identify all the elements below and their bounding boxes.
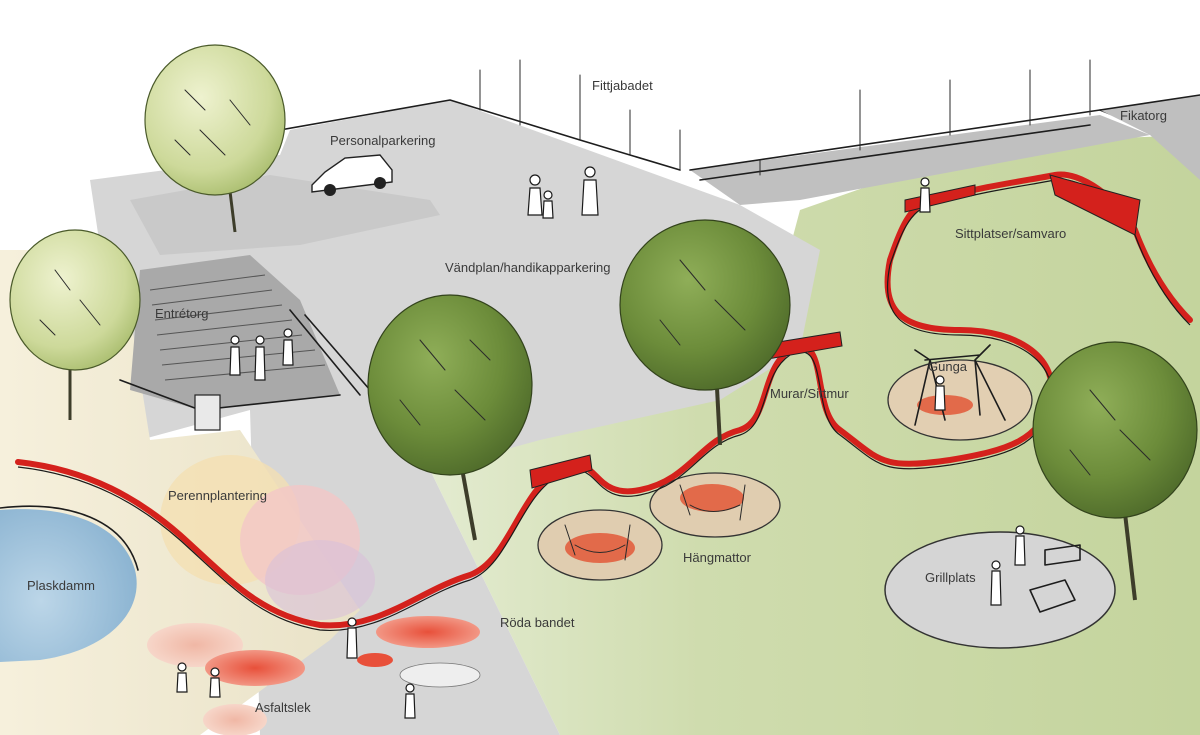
person-figure <box>581 166 599 216</box>
label-hangmattor: Hängmattor <box>683 550 752 565</box>
person-figure <box>229 335 241 376</box>
building-fikatorg <box>1099 94 1200 180</box>
plaskdamm-pond <box>0 505 139 662</box>
label-murar: Murar/Sittmur <box>770 386 849 401</box>
parked-car <box>311 154 393 196</box>
people-figures <box>176 166 1026 719</box>
label-perennplantering: Perennplantering <box>168 488 267 503</box>
label-entretorg: Entrétorg <box>155 306 208 321</box>
tree-top-left <box>144 44 286 233</box>
asfaltslek-blobs <box>147 616 481 735</box>
tree-mid <box>619 219 791 446</box>
label-vandplan: Vändplan/handikapparkering <box>445 260 611 275</box>
hangmattor-areas <box>537 472 781 581</box>
entretorg-plaza <box>119 255 371 431</box>
label-roda-bandet: Röda bandet <box>500 615 575 630</box>
person-figure <box>542 190 554 219</box>
label-asfaltslek: Asfaltslek <box>255 700 311 715</box>
person-figure <box>176 662 188 693</box>
person-figure <box>346 617 358 659</box>
person-figure <box>1014 525 1026 566</box>
label-gunga: Gunga <box>928 359 968 374</box>
person-figure <box>934 375 946 411</box>
person-figure <box>990 560 1002 606</box>
person-figure <box>527 174 543 216</box>
plan-labels: Fittjabadet Fikatorg Personalparkering V… <box>27 78 1167 715</box>
person-figure <box>209 667 221 698</box>
person-figure <box>254 335 266 381</box>
label-fittjabadet: Fittjabadet <box>592 78 653 93</box>
label-plaskdamm: Plaskdamm <box>27 578 95 593</box>
tree-center <box>367 294 533 541</box>
building-fittjabadet <box>279 59 681 171</box>
label-grillplats: Grillplats <box>925 570 976 585</box>
tree-right <box>1032 341 1198 601</box>
label-fikatorg: Fikatorg <box>1120 108 1167 123</box>
person-figure <box>404 683 416 719</box>
tree-left <box>9 229 141 420</box>
label-sittplatser: Sittplatser/samvaro <box>955 226 1066 241</box>
label-personalparkering: Personalparkering <box>330 133 436 148</box>
person-figure <box>282 328 294 366</box>
person-figure <box>919 177 931 213</box>
